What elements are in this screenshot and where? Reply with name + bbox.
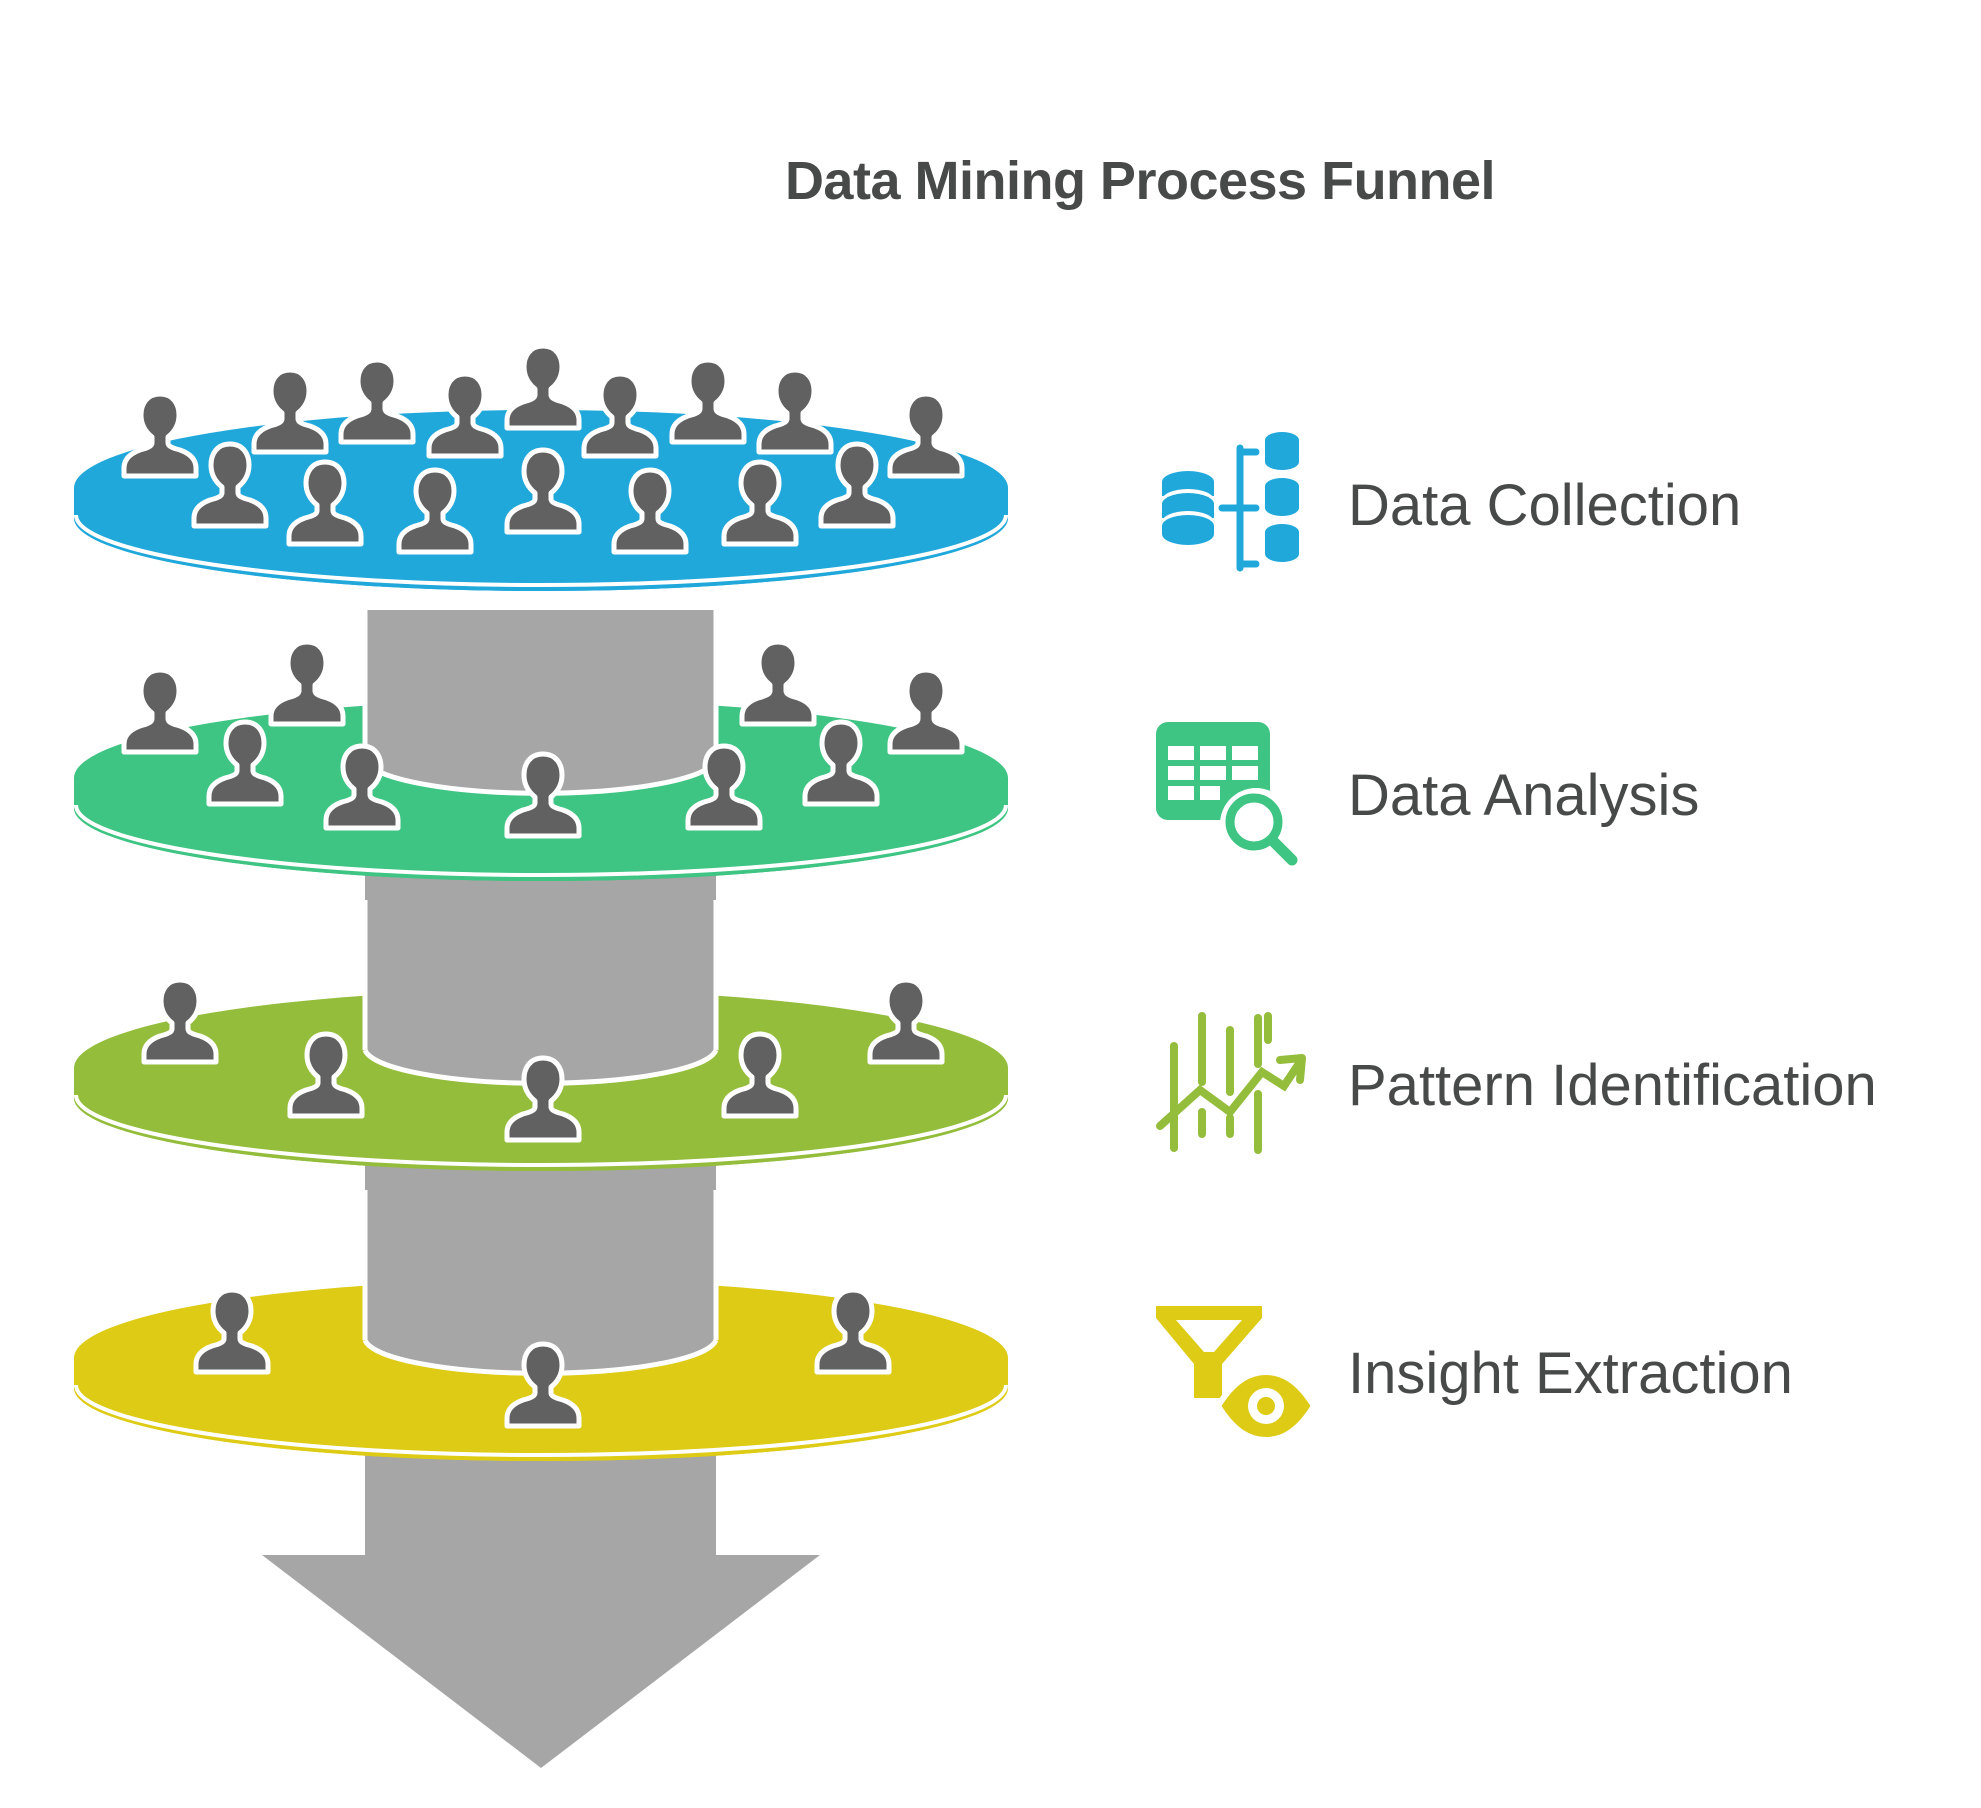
person-icon: [254, 370, 326, 452]
person-icon: [672, 360, 744, 442]
table-search-icon: [1156, 722, 1298, 866]
page-title: Data Mining Process Funnel: [784, 151, 1496, 211]
stage-disk-data-analysis: [74, 610, 1008, 881]
person-icon: [124, 394, 196, 476]
down-arrow: [262, 1476, 820, 1768]
stage-label-insight-extraction: Insight Extraction: [1348, 1341, 1793, 1406]
funnel-eye-icon: [1156, 1306, 1318, 1444]
person-icon: [124, 670, 196, 752]
trend-chart-icon: [1156, 1012, 1306, 1154]
person-icon: [890, 394, 962, 476]
person-icon: [742, 642, 814, 724]
person-icon: [271, 642, 343, 724]
person-icon: [507, 346, 579, 428]
stage-label-data-collection: Data Collection: [1348, 473, 1742, 538]
person-icon: [759, 370, 831, 452]
person-icon: [341, 360, 413, 442]
database-split-icon: [1162, 432, 1299, 572]
stage-label-data-analysis: Data Analysis: [1348, 763, 1700, 828]
person-icon: [890, 670, 962, 752]
stage-label-pattern-identification: Pattern Identification: [1348, 1053, 1877, 1118]
